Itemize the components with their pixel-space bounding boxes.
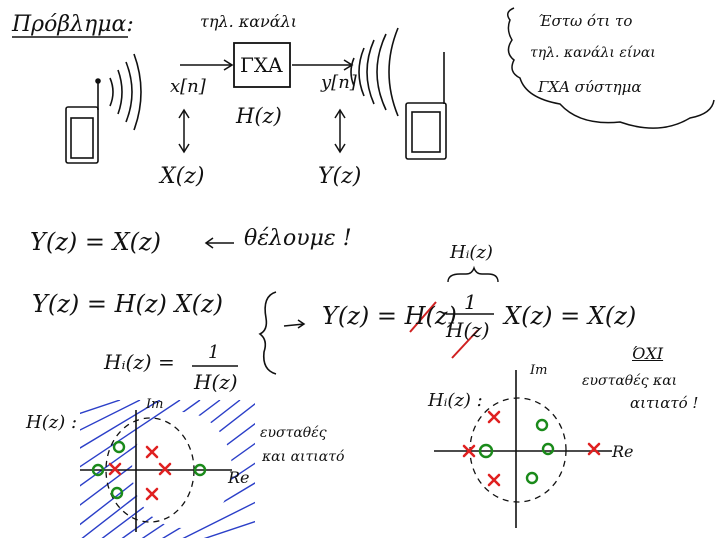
pole-icon — [487, 410, 501, 424]
arrowhead-right-icon — [223, 59, 234, 71]
left-plot-im-axis-label: Im — [146, 397, 164, 412]
zero-icon — [112, 440, 126, 454]
inverse-system-label: Hᵢ(z) — [450, 242, 493, 263]
note-line-2: τηλ. κανάλι είναι — [530, 45, 656, 61]
input-signal-label: x[n] — [170, 76, 206, 97]
pole-icon — [145, 445, 159, 459]
over-brace — [447, 265, 499, 283]
system-block-label: ΓΧΑ — [240, 53, 283, 77]
output-transform-label: Y(z) — [318, 164, 362, 189]
page-title: Πρόβλημα: — [12, 12, 134, 37]
left-plot-label: H(z) : — [26, 412, 78, 433]
zero-icon — [91, 463, 105, 477]
inverse-definition-numerator: 1 — [208, 342, 220, 363]
note-line-1: Έστω ότι το — [538, 12, 633, 30]
equation-2: Y(z) = H(z) X(z) — [32, 290, 223, 318]
right-plot-caption-2: ευσταθές και — [582, 373, 678, 389]
zero-icon — [541, 442, 555, 456]
right-plot-caption-1: ΌΧΙ — [632, 344, 664, 363]
note-cloud — [507, 7, 715, 129]
pole-markers — [462, 410, 601, 487]
right-plot-caption-3: αιτιατό ! — [630, 394, 699, 412]
right-plot-im-axis-label: Im — [530, 363, 548, 378]
note-line-3: ΓΧΑ σύστημα — [538, 78, 642, 96]
left-plot-re-axis-label: Re — [228, 468, 250, 487]
right-plot-re-axis-label: Re — [612, 442, 634, 461]
curly-brace — [258, 291, 277, 375]
inverse-definition-denominator: H(z) — [194, 370, 238, 394]
left-plot-caption-2: και αιτιατό — [262, 449, 345, 465]
zero-icon — [535, 418, 549, 432]
input-transform-label: X(z) — [160, 164, 205, 189]
arrowhead-right-icon — [343, 59, 354, 71]
right-plot-label: Hᵢ(z) : — [428, 390, 483, 411]
receiver-phone-icon — [350, 27, 447, 160]
zero-icon — [110, 486, 124, 500]
equation-3-rhs: X(z) = X(z) — [504, 302, 637, 330]
zero-icon — [193, 463, 207, 477]
cancel-strike — [409, 301, 437, 333]
arrowhead-left-icon — [204, 237, 214, 249]
implies-arrow-icon — [283, 323, 305, 327]
arrowhead-right-icon — [297, 319, 306, 329]
zero-markers — [91, 440, 207, 500]
lti-system-block — [233, 42, 291, 88]
left-plot-caption-1: ευσταθές — [260, 425, 327, 441]
equation-1: Y(z) = X(z) — [30, 228, 162, 256]
pole-icon — [487, 473, 501, 487]
equation-3-lhs: Y(z) = H(z) — [322, 302, 457, 330]
equation-3-denominator: H(z) — [446, 318, 490, 342]
pole-icon — [158, 462, 172, 476]
pole-markers — [108, 445, 172, 501]
equation-1-comment: θέλουμε ! — [244, 226, 352, 251]
pole-icon — [108, 462, 122, 476]
unit-circle — [469, 397, 567, 503]
transfer-function-label: H(z) — [236, 104, 282, 128]
zero-icon — [478, 443, 494, 459]
equation-3-numerator: 1 — [464, 290, 477, 314]
pole-icon — [145, 487, 159, 501]
output-signal-label: y[n] — [321, 72, 357, 93]
pole-icon — [462, 444, 476, 458]
cancel-strike — [451, 329, 479, 359]
zero-markers — [478, 418, 555, 485]
channel-label: τηλ. κανάλι — [200, 12, 297, 31]
pole-icon — [587, 442, 601, 456]
zero-icon — [525, 471, 539, 485]
inverse-definition-lhs: Hᵢ(z) = — [104, 350, 175, 374]
transform-double-arrow-icon — [178, 108, 346, 154]
transmitter-phone-icon — [65, 53, 142, 164]
